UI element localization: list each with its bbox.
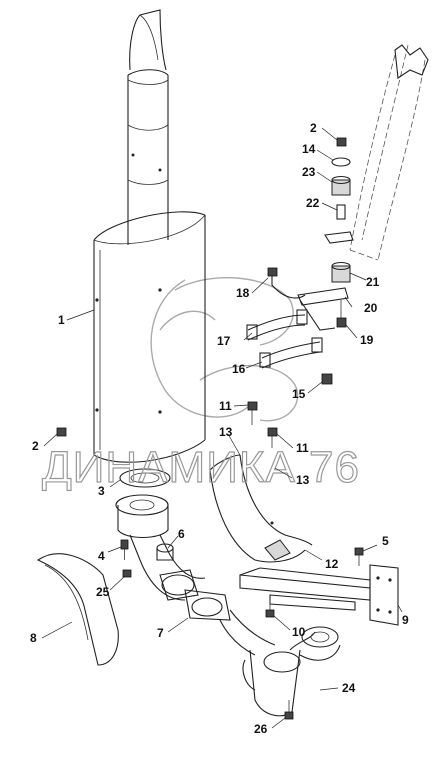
callout-8: 8 <box>30 631 37 645</box>
callout-1: 1 <box>58 313 65 327</box>
watermark-logo <box>150 276 299 422</box>
callout-19: 19 <box>360 333 374 347</box>
callout-16: 16 <box>232 362 246 376</box>
clamp-16 <box>259 337 323 369</box>
gasket-ring <box>119 468 171 488</box>
exhaust-pipe-24 <box>219 609 341 717</box>
callout-24: 24 <box>342 681 356 695</box>
callout-4: 4 <box>98 549 105 563</box>
callout-labels: 1 2 2 3 4 5 6 7 8 9 10 11 11 12 13 13 14… <box>30 121 409 736</box>
callout-26: 26 <box>254 722 268 736</box>
bolt-10 <box>265 600 275 618</box>
frame-rail <box>349 44 429 261</box>
bolt-11b <box>267 427 278 448</box>
callout-3: 3 <box>98 484 105 498</box>
curved-pipe-12 <box>209 454 313 563</box>
callout-11-left: 11 <box>219 399 232 413</box>
callout-6: 6 <box>178 527 185 541</box>
callout-15: 15 <box>292 387 306 401</box>
nut-15 <box>321 373 333 385</box>
nut-25 <box>122 569 132 578</box>
bolt-26 <box>284 700 294 720</box>
callout-2-lower: 2 <box>32 439 39 453</box>
bracket-20 <box>297 287 349 331</box>
bolt-11a <box>247 401 258 425</box>
callout-14: 14 <box>302 142 316 156</box>
callout-20: 20 <box>364 301 378 315</box>
callout-2-top: 2 <box>310 121 317 135</box>
leader-lines <box>41 127 403 729</box>
callout-11-right: 11 <box>296 441 309 455</box>
callout-9: 9 <box>402 613 409 627</box>
inlet-flange-pipe <box>115 494 206 601</box>
bolt-18 <box>267 267 306 299</box>
callout-22: 22 <box>306 196 320 210</box>
callout-23: 23 <box>302 165 316 179</box>
callout-7: 7 <box>157 626 164 640</box>
bolt-5 <box>354 547 364 566</box>
watermark-text: ДИНАМИКА 76 <box>42 443 360 492</box>
tail-pipe <box>127 9 169 245</box>
heat-shield-8 <box>36 553 119 666</box>
callout-25: 25 <box>96 585 110 599</box>
nut-19 <box>336 300 347 328</box>
flange-gasket-7 <box>159 569 231 621</box>
callout-13-right: 13 <box>296 473 310 487</box>
bracket-9 <box>239 564 399 626</box>
bolt-4 <box>120 539 129 560</box>
clamp-6 <box>156 543 174 561</box>
callout-12: 12 <box>325 557 339 571</box>
callout-21: 21 <box>366 275 380 289</box>
clamp-17 <box>246 309 308 341</box>
callout-5: 5 <box>382 534 389 548</box>
callout-10: 10 <box>292 625 306 639</box>
callout-18: 18 <box>236 286 250 300</box>
nut-2-lower <box>56 427 67 437</box>
mount-stack <box>324 137 354 283</box>
muffler-body <box>93 211 206 463</box>
callout-13-left: 13 <box>219 425 233 439</box>
callout-17: 17 <box>217 334 231 348</box>
